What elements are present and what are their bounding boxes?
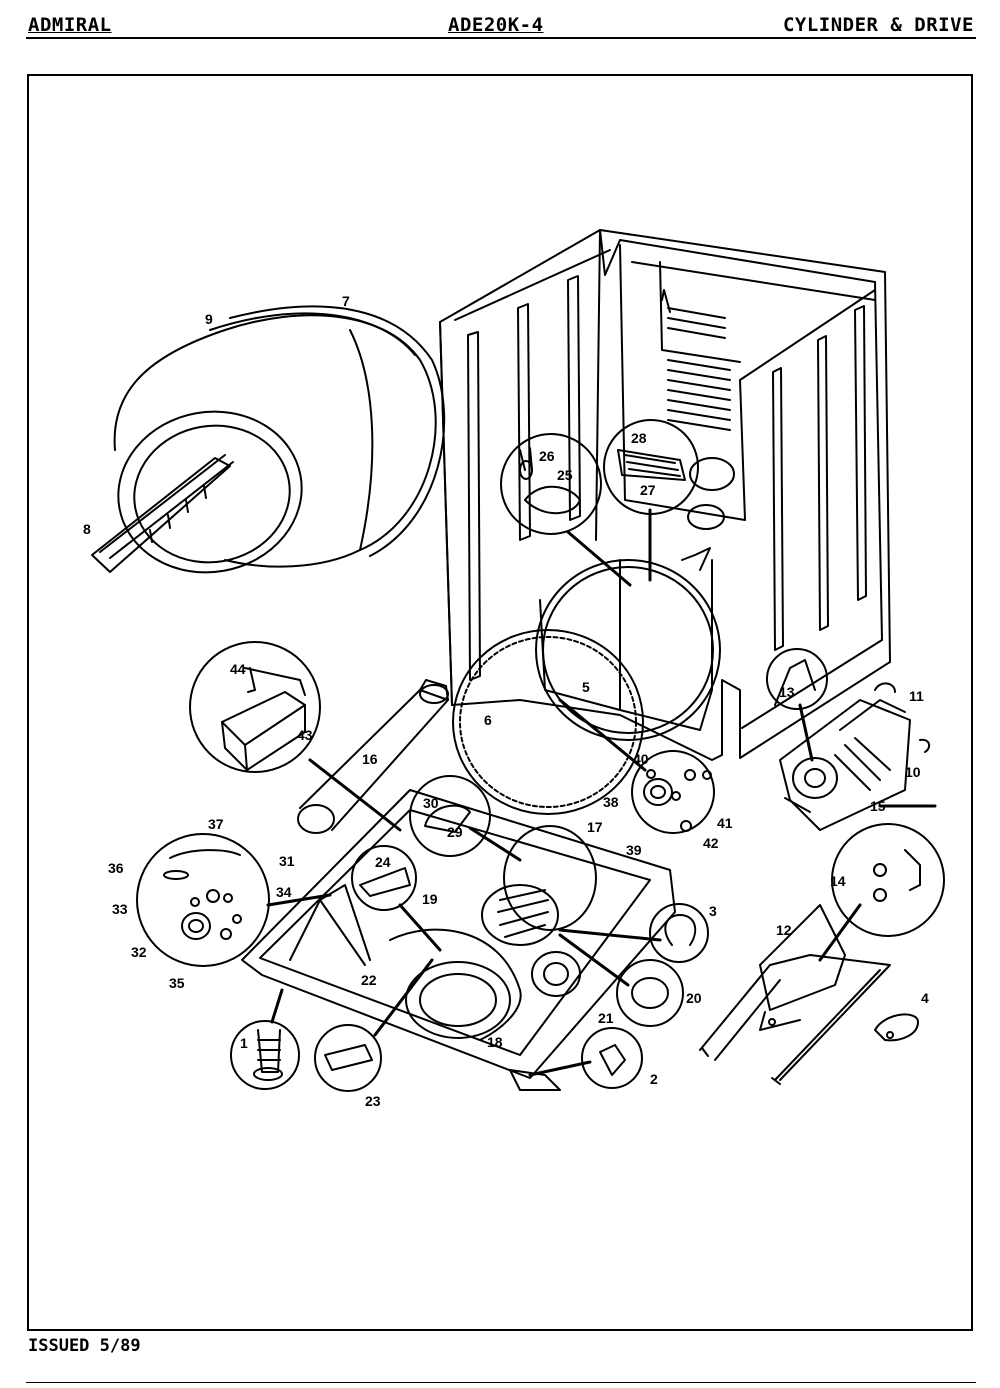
brand-label: ADMIRAL xyxy=(28,14,112,36)
section-title: CYLINDER & DRIVE xyxy=(782,14,974,36)
callout-12: 12 xyxy=(776,922,792,938)
drive-motor xyxy=(779,682,937,831)
drum-assembly xyxy=(91,305,446,574)
callout-16: 16 xyxy=(362,751,378,767)
leader-lines xyxy=(266,508,862,1077)
callout-42: 42 xyxy=(703,835,719,851)
callout-27: 27 xyxy=(640,482,656,498)
callout-38: 38 xyxy=(603,794,619,810)
callout-41: 41 xyxy=(717,815,733,831)
clip-part xyxy=(874,1013,919,1042)
detail-contents xyxy=(163,447,921,1081)
header-rule xyxy=(26,37,976,39)
callout-24: 24 xyxy=(375,854,391,870)
drum-seal xyxy=(452,629,644,815)
diagram-frame xyxy=(27,74,973,1331)
idler-bracket xyxy=(699,904,891,1085)
bulkhead-ring xyxy=(535,547,721,741)
callout-35: 35 xyxy=(169,975,185,991)
callout-30: 30 xyxy=(423,795,439,811)
callout-43: 43 xyxy=(297,727,313,743)
callout-6: 6 xyxy=(484,712,492,728)
detail-circles xyxy=(136,419,945,1092)
callout-32: 32 xyxy=(131,944,147,960)
callout-9: 9 xyxy=(205,311,213,327)
callout-10: 10 xyxy=(905,764,921,780)
footer-rule xyxy=(26,1382,976,1383)
callout-34: 34 xyxy=(276,884,292,900)
callout-19: 19 xyxy=(422,891,438,907)
callout-31: 31 xyxy=(279,853,295,869)
cabinet xyxy=(439,229,891,761)
callout-4: 4 xyxy=(921,990,929,1006)
callout-17: 17 xyxy=(587,819,603,835)
callout-40: 40 xyxy=(633,751,649,767)
drum-baffle xyxy=(91,457,231,573)
callout-21: 21 xyxy=(598,1010,614,1026)
callout-26: 26 xyxy=(539,448,555,464)
callout-37: 37 xyxy=(208,816,224,832)
callout-28: 28 xyxy=(631,430,647,446)
model-number: ADE20K-4 xyxy=(448,14,544,36)
callout-7: 7 xyxy=(342,293,350,309)
issue-date: ISSUED 5/89 xyxy=(28,1336,141,1356)
callout-36: 36 xyxy=(108,860,124,876)
callout-11: 11 xyxy=(909,688,924,704)
callout-5: 5 xyxy=(582,679,590,695)
callout-13: 13 xyxy=(779,684,795,700)
callout-8: 8 xyxy=(83,521,91,537)
callout-39: 39 xyxy=(626,842,642,858)
callout-20: 20 xyxy=(686,990,702,1006)
exhaust-duct xyxy=(297,679,449,834)
callout-44: 44 xyxy=(230,661,246,677)
callout-22: 22 xyxy=(361,972,377,988)
callout-3: 3 xyxy=(709,903,717,919)
callout-1: 1 xyxy=(240,1035,248,1051)
callout-29: 29 xyxy=(447,824,463,840)
callout-33: 33 xyxy=(112,901,128,917)
callout-25: 25 xyxy=(557,467,573,483)
callout-23: 23 xyxy=(365,1093,381,1109)
drive-assembly xyxy=(389,825,597,1041)
callout-15: 15 xyxy=(870,798,886,814)
callout-2: 2 xyxy=(650,1071,658,1087)
callout-18: 18 xyxy=(487,1034,503,1050)
callout-14: 14 xyxy=(830,873,846,889)
